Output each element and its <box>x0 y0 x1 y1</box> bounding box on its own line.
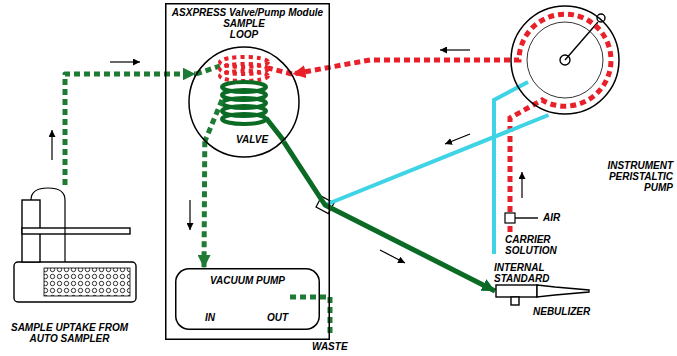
loop-winding <box>220 71 268 81</box>
flow-arrow <box>445 134 470 144</box>
vacuum-pump-box: VACUUM PUMP IN OUT <box>175 268 320 330</box>
nebulizer-tip <box>537 285 589 297</box>
flow-arrow <box>189 200 190 230</box>
pump-rotor <box>527 14 605 98</box>
nebulizer-gas-port <box>511 297 519 305</box>
circle-outline <box>510 5 620 115</box>
clamp-lever <box>565 22 598 60</box>
flow-arrow <box>51 130 52 160</box>
probe-tubing <box>31 188 65 262</box>
waste-tube <box>290 297 330 336</box>
autosampler-base <box>14 262 136 302</box>
node-label: SAMPLE LOOP <box>214 18 274 40</box>
port-label: CARRIER SOLUTION <box>505 234 563 256</box>
outlet-label: WASTE <box>312 341 348 352</box>
flow-arrows <box>52 50 522 263</box>
module-title: ASXPRESS Valve/Pump Module <box>165 7 330 18</box>
sample-loop-coil <box>196 57 292 141</box>
node-label: IN <box>205 312 215 323</box>
valve-circle: SAMPLE LOOPVALVE <box>188 46 300 158</box>
loop-winding <box>222 114 266 124</box>
sample-line <box>65 74 196 185</box>
node-label: INSTRUMENT PERISTALTIC PUMP <box>601 160 673 193</box>
flow-arrow <box>110 61 140 62</box>
vacuum-line <box>202 141 208 268</box>
flow-arrow <box>440 49 470 50</box>
outlet-tube <box>266 118 284 141</box>
node-label: SAMPLE UPTAKE FROM AUTO SAMPLER <box>7 322 132 344</box>
flow-arrow <box>380 250 405 263</box>
nebulizer-body <box>496 285 537 297</box>
nebulizer-outline <box>495 283 590 305</box>
air-tee <box>505 213 515 223</box>
flow-arrow <box>521 172 522 198</box>
node-label: OUT <box>267 312 288 323</box>
autosampler-arm <box>22 228 130 234</box>
rotor-ring <box>527 22 603 98</box>
node-label: VACUUM PUMP <box>175 275 320 286</box>
node-label: NEBULIZER <box>533 306 590 317</box>
tube-rack <box>44 268 130 296</box>
carrier-line <box>292 60 510 74</box>
peristaltic-pump: INSTRUMENT PERISTALTIC PUMP <box>510 5 620 115</box>
sample-to-nebulizer-line <box>284 142 495 291</box>
nebulizer: NEBULIZER <box>495 283 590 305</box>
port-label: INTERNAL STANDARD <box>494 262 558 284</box>
internal-standard-tube <box>494 82 528 254</box>
module-housing: ASXPRESS Valve/Pump ModuleSAMPLE LOOPVAL… <box>165 3 330 340</box>
autosampler-drawing <box>14 188 136 302</box>
node-label: VALVE <box>236 134 268 145</box>
vacuum-tube <box>205 100 222 141</box>
circle-outline <box>511 6 619 114</box>
circle-outline <box>189 47 299 157</box>
autosampler: SAMPLE UPTAKE FROM AUTO SAMPLER <box>10 185 140 320</box>
port-label: AIR <box>543 212 560 223</box>
